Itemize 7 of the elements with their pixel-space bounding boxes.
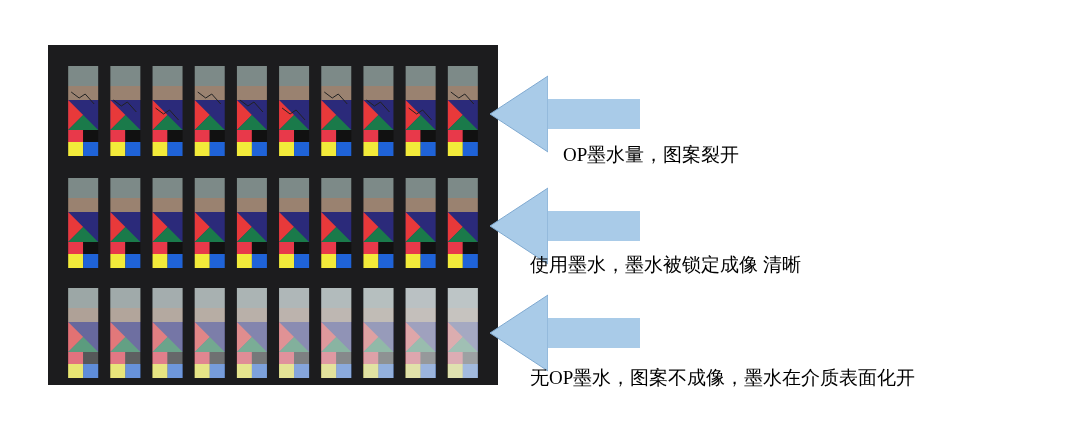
caption-text: 使用墨水，墨水被锁定成像 清晰 [530, 253, 801, 277]
block-arrow [489, 75, 640, 153]
photo-placeholder [48, 45, 498, 385]
caption-text: OP墨水量，图案裂开 [563, 143, 740, 167]
caption-text: 无OP墨水，图案不成像，墨水在介质表面化开 [530, 366, 916, 390]
block-arrow [489, 294, 640, 372]
block-arrow [489, 187, 640, 265]
